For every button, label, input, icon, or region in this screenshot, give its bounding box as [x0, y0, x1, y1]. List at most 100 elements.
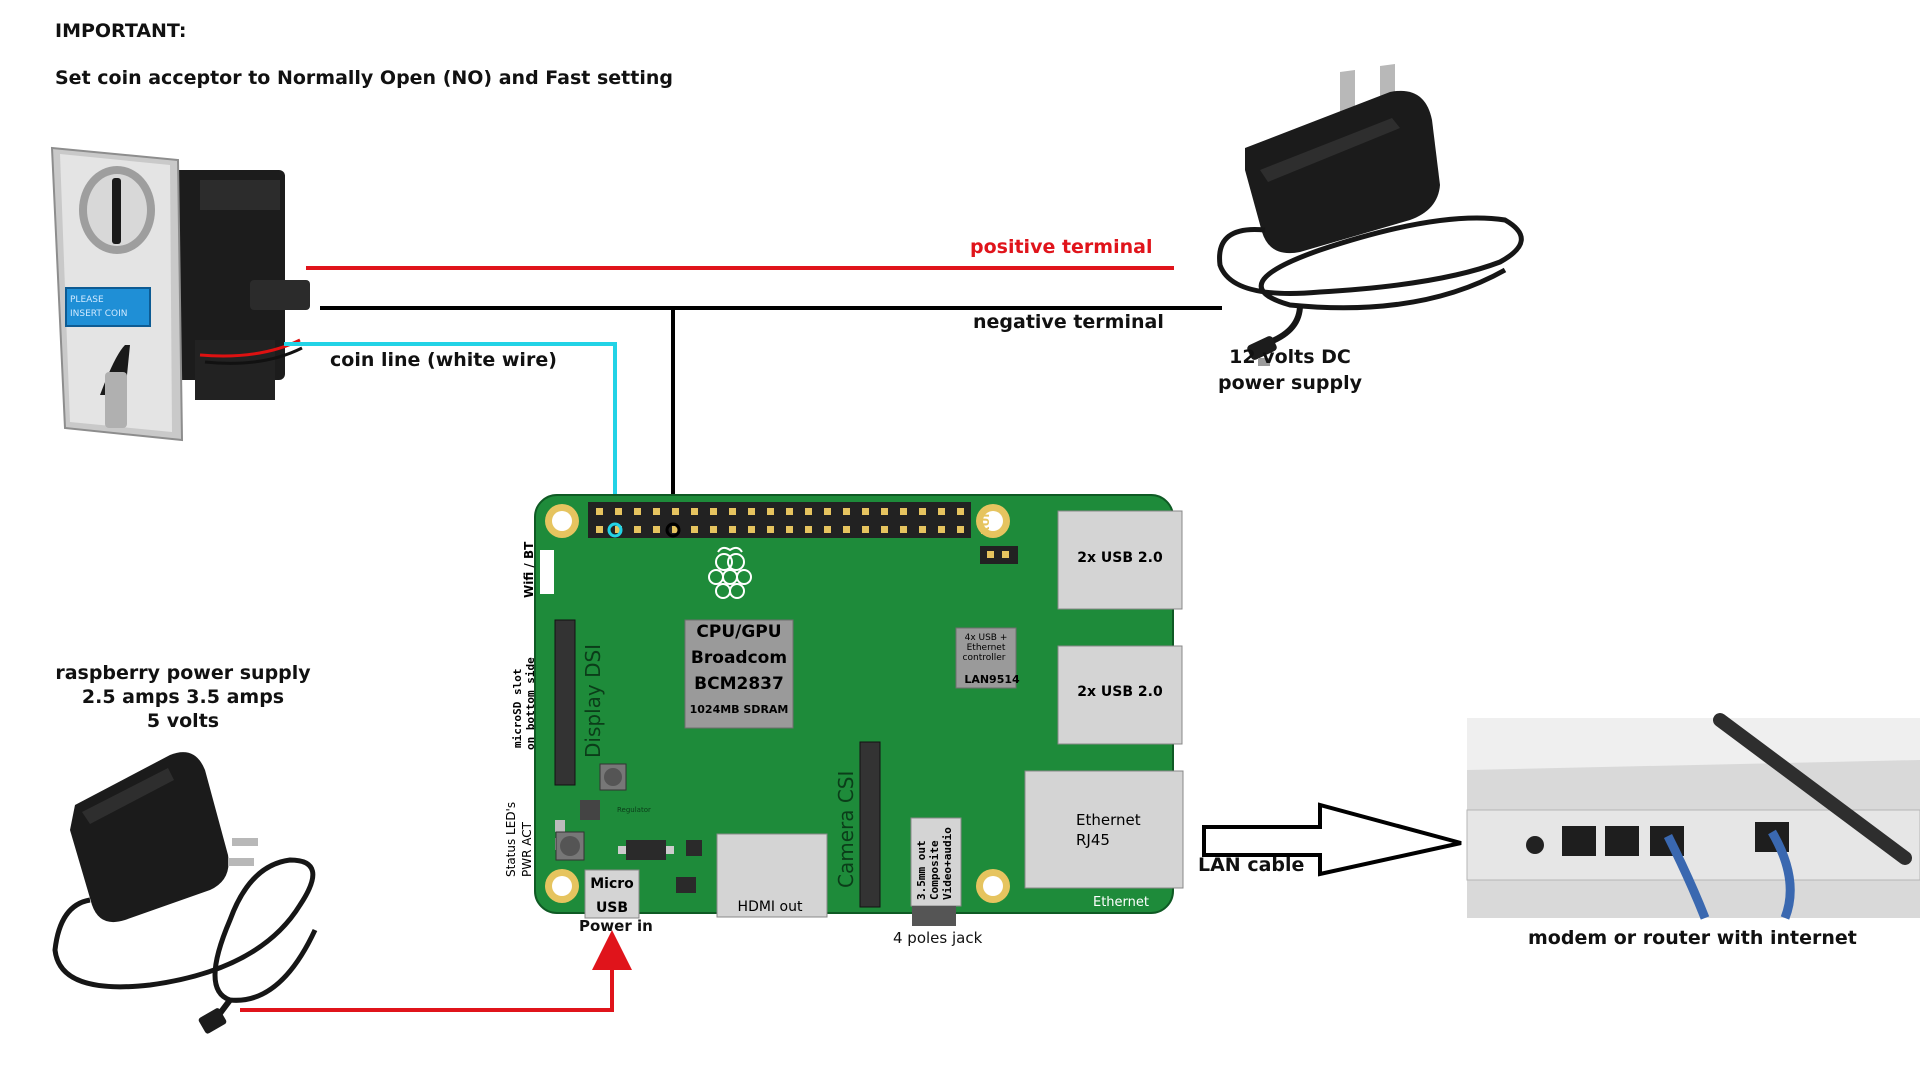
gpio-pin [672, 508, 679, 515]
eth-ctrl-label-1: 4x USB + [965, 633, 1008, 643]
lan-cable-label: LAN cable [1198, 854, 1305, 876]
status-led-label-1: Status LED's [504, 802, 518, 877]
raspberry-power-line3: 5 volts [146, 710, 220, 732]
gpio-pin [767, 508, 774, 515]
jack-label: 4 poles jack [893, 929, 983, 947]
gpio-pin [748, 526, 755, 533]
gpio-pin [900, 526, 907, 533]
gpio-pin [881, 508, 888, 515]
gpio-pin [881, 526, 888, 533]
usb-port-bottom [1057, 645, 1183, 745]
router-image [1466, 713, 1920, 920]
gpio-pin [919, 508, 926, 515]
raspberry-power-label: raspberry power supply 2.5 amps 3.5 amps… [33, 661, 333, 733]
gpio-pin [824, 508, 831, 515]
gpio-pin [862, 508, 869, 515]
run-label: RUN [979, 508, 992, 535]
power-supply-12v-line1: 12 volts DC [1229, 346, 1351, 368]
display-dsi-label: Display DSI [581, 644, 605, 758]
eth-ctrl-chip-label: LAN9514 [964, 673, 1020, 686]
hdmi-label: HDMI out [738, 899, 803, 915]
micro-usb-label-2: USB [596, 900, 628, 916]
regulator-label: Regulator [617, 806, 651, 814]
power-in-label: Power in [579, 917, 653, 935]
positive-terminal-label: positive terminal [970, 236, 1153, 258]
coin-label-insert: INSERT COIN [70, 309, 128, 319]
gpio-pin [919, 526, 926, 533]
power-adapter-12v-image [1217, 64, 1524, 366]
power-in-arrow [240, 930, 632, 1012]
cpu-label-1: CPU/GPU [696, 622, 781, 642]
audio-label-1: 3.5mm out [915, 840, 928, 900]
important-heading: IMPORTANT: [55, 20, 187, 42]
raspberry-power-line2: 2.5 amps 3.5 amps [81, 686, 285, 708]
usb-top-label: 2x USB 2.0 [1077, 550, 1163, 566]
gpio-pin [710, 508, 717, 515]
cpu-label-2: Broadcom [691, 648, 787, 668]
gpio-pin [653, 526, 660, 533]
gpio-pin [710, 526, 717, 533]
camera-csi-label: Camera CSI [834, 771, 858, 888]
usb-bottom-label: 2x USB 2.0 [1077, 684, 1163, 700]
gpio-pin [805, 508, 812, 515]
gpio-pin [900, 508, 907, 515]
raspberry-logo-icon [708, 546, 752, 599]
power-supply-12v-line2: power supply [1217, 372, 1362, 394]
gpio-pin [824, 526, 831, 533]
coin-line-label: coin line (white wire) [330, 349, 557, 371]
gpio-pin [634, 526, 641, 533]
gpio-pin-highlight [665, 522, 681, 538]
coin-wire [284, 342, 617, 532]
gpio-pin [805, 526, 812, 533]
audio-jack [910, 817, 962, 907]
gpio-pin [653, 508, 660, 515]
cpu-label-3: BCM2837 [694, 674, 784, 694]
microsd-label-2: on bottom side [524, 657, 537, 750]
gpio-pin [596, 508, 603, 515]
gpio-pin [691, 526, 698, 533]
gpio-pin [634, 508, 641, 515]
gpio-pin [938, 508, 945, 515]
gpio-pin [843, 508, 850, 515]
micro-usb-port [584, 869, 640, 919]
gpio-pin [615, 508, 622, 515]
raspberry-pi-board: CPU/GPU Broadcom BCM2837 1024MB SDRAM 4x… [534, 494, 1184, 926]
cpu-label-4: 1024MB SDRAM [690, 703, 789, 716]
gpio-pin [729, 526, 736, 533]
negative-terminal-label: negative terminal [973, 311, 1164, 333]
status-led-label-2: PWR ACT [520, 821, 534, 877]
wifi-label: Wifi / BT [522, 541, 536, 598]
gpio-header [588, 502, 971, 538]
gpio-pin [729, 508, 736, 515]
wifi-module [540, 550, 554, 594]
gpio-pin [786, 526, 793, 533]
ethernet-label-2: RJ45 [1076, 831, 1110, 849]
gpio-pin [786, 508, 793, 515]
coin-label-please: PLEASE [70, 295, 104, 305]
gpio-pin [862, 526, 869, 533]
power-supply-12v-label: 12 volts DC power supply [1190, 344, 1390, 396]
gpio-pin [938, 526, 945, 533]
raspberry-power-line1: raspberry power supply [55, 662, 311, 684]
hdmi-port [716, 833, 828, 918]
ethernet-controller-chip [955, 627, 1017, 689]
audio-label-2: Composite [928, 840, 941, 900]
gpio-pin [672, 526, 679, 533]
power-adapter-5v-image [52, 752, 318, 1034]
coin-acceptor-image: PLEASE INSERT COIN [50, 146, 310, 442]
microsd-label-1: microSD slot [511, 669, 524, 748]
eth-ctrl-label-2: Ethernet [967, 643, 1006, 653]
instruction-text: Set coin acceptor to Normally Open (NO) … [55, 67, 673, 89]
gpio-pin [691, 508, 698, 515]
ethernet-edge-label: Ethernet [1093, 895, 1149, 910]
eth-ctrl-label-3: controller [963, 653, 1006, 663]
gpio-pin [596, 526, 603, 533]
audio-label-3: Video+audio [941, 827, 954, 900]
gpio-pin [957, 526, 964, 533]
gpio-pin [957, 508, 964, 515]
gpio-pin [748, 508, 755, 515]
router-label: modem or router with internet [1528, 927, 1857, 949]
micro-usb-label-1: Micro [590, 876, 634, 892]
